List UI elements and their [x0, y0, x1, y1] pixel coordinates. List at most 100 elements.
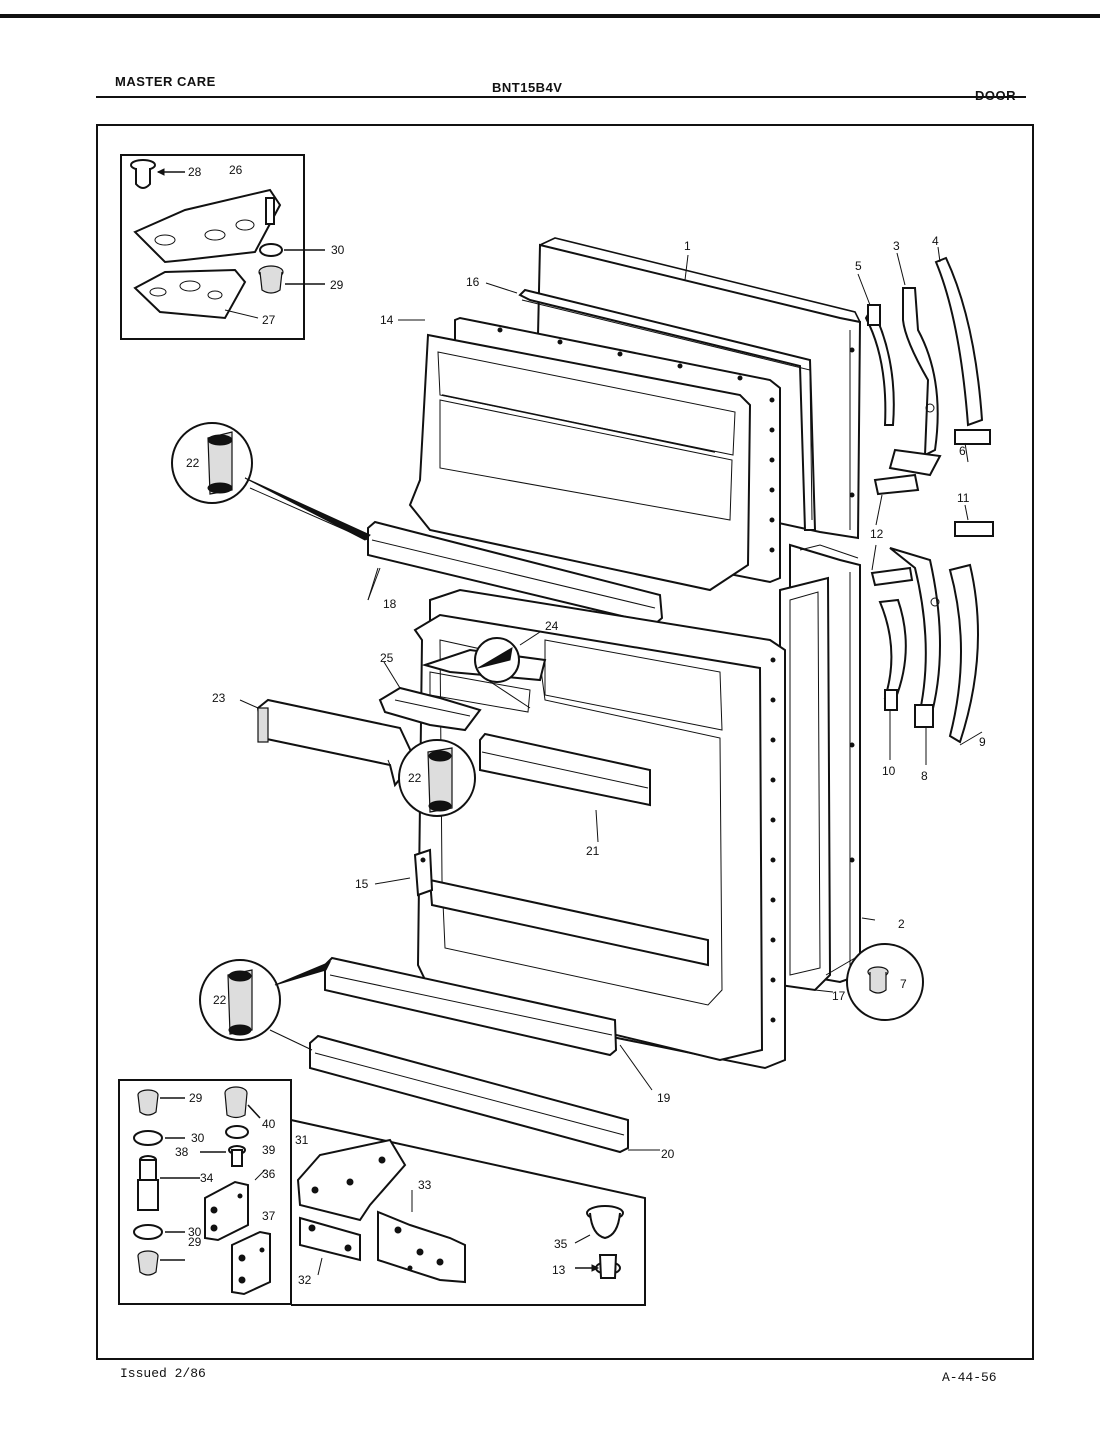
part-38-screw [200, 1145, 246, 1167]
label-17: 17 [832, 989, 846, 1003]
label-21: 21 [586, 844, 600, 858]
part-5-handle-end [864, 304, 895, 426]
header-brand: MASTER CARE [115, 74, 216, 89]
part-27-shim [133, 268, 259, 320]
label-33: 33 [418, 1178, 432, 1192]
label-24: 24 [545, 619, 559, 633]
part-29-bushing-lower [137, 1250, 185, 1276]
part-17-fresh-food-gasket [779, 576, 832, 992]
part-29-bushing-bottom [137, 1089, 185, 1116]
part-33-hinge-plate [377, 1190, 466, 1284]
part-31-hinge-plate [296, 1138, 407, 1222]
part-18-shelf-bar [367, 520, 664, 626]
part-25-clip [378, 686, 482, 732]
header-section: DOOR [975, 88, 1016, 103]
part-36-hinge-bracket [204, 1169, 266, 1242]
label-15: 15 [355, 877, 369, 891]
label-18: 18 [383, 597, 397, 611]
label-29-b: 29 [188, 1235, 202, 1249]
part-12-plate [870, 473, 920, 587]
label-30-top: 30 [331, 243, 345, 257]
label-36: 36 [262, 1167, 276, 1181]
label-29-top: 29 [330, 278, 344, 292]
label-6: 6 [959, 444, 966, 458]
label-12: 12 [870, 527, 884, 541]
footer-page-code: A-44-56 [942, 1370, 997, 1385]
detail-7-foot [825, 943, 924, 1021]
header-model: BNT15B4V [492, 80, 563, 95]
label-16: 16 [466, 275, 480, 289]
part-15-bracket [413, 848, 434, 897]
part-6-end-cap [954, 429, 991, 445]
detail-22-top [171, 422, 371, 541]
part-37-hinge-bracket [231, 1230, 271, 1296]
detail-22-bottom [199, 959, 332, 1051]
part-32-shim [299, 1216, 361, 1276]
part-13-screw [575, 1254, 621, 1279]
label-19: 19 [657, 1091, 671, 1105]
label-5: 5 [855, 259, 862, 273]
label-10: 10 [882, 764, 896, 778]
part-9-handle-trim [948, 563, 979, 744]
part-21-shelf-bar [479, 732, 651, 807]
part-40-cap [224, 1086, 261, 1119]
label-38: 38 [175, 1145, 189, 1159]
part-39-washer [225, 1125, 249, 1139]
label-34: 34 [200, 1171, 214, 1185]
inset-bottom-hinge [118, 1079, 646, 1306]
label-35: 35 [554, 1237, 568, 1251]
part-26-hinge [133, 188, 282, 264]
label-22-middle: 22 [408, 771, 422, 785]
label-28: 28 [188, 165, 202, 179]
leader-lines [239, 246, 983, 1244]
inset-top-hinge [120, 154, 325, 340]
label-39: 39 [262, 1143, 276, 1157]
label-25: 25 [380, 651, 394, 665]
label-1: 1 [684, 239, 691, 253]
top-border-line [0, 14, 1100, 18]
label-26: 26 [229, 163, 243, 177]
part-35-cap [586, 1205, 624, 1240]
label-40: 40 [262, 1117, 276, 1131]
label-2: 2 [898, 917, 905, 931]
part-14-freezer-inner-liner [408, 316, 781, 592]
part-8-handle-bracket [889, 547, 941, 728]
footer-issued: Issued 2/86 [120, 1366, 206, 1381]
part-24-dairy-shelf [421, 637, 547, 713]
label-32: 32 [298, 1273, 312, 1287]
diagram-frame [96, 124, 1034, 1360]
label-31: 31 [295, 1133, 309, 1147]
part-20-shelf-bar [309, 1034, 629, 1154]
label-9: 9 [979, 735, 986, 749]
detail-22-middle [398, 739, 476, 817]
label-14: 14 [380, 313, 394, 327]
part-16-freezer-gasket [518, 288, 817, 531]
part-30-washer-a [133, 1130, 163, 1146]
part-28-screw [130, 159, 185, 189]
label-11: 11 [957, 491, 970, 505]
part-30-washer [259, 243, 283, 257]
header-rule [96, 96, 1026, 98]
label-30-b: 30 [188, 1225, 202, 1239]
label-22-bottom: 22 [213, 993, 227, 1007]
part-34-hinge-pin [137, 1155, 200, 1211]
label-37: 37 [262, 1209, 276, 1223]
label-22-top: 22 [186, 456, 200, 470]
label-29-a: 29 [189, 1091, 203, 1105]
part-29-bushing [258, 265, 325, 294]
label-4: 4 [932, 234, 939, 248]
label-13: 13 [552, 1263, 566, 1277]
part-19-shelf-bar [324, 956, 618, 1057]
label-30-a: 30 [191, 1131, 205, 1145]
label-27: 27 [262, 313, 276, 327]
part-labels: 1 16 14 5 3 4 6 11 12 10 8 9 2 7 17 22 1… [175, 163, 986, 1287]
label-8: 8 [921, 769, 928, 783]
label-7: 7 [900, 977, 907, 991]
part-4-handle-trim [934, 256, 984, 427]
label-20: 20 [661, 1147, 675, 1161]
part-3-handle-bracket [888, 287, 942, 477]
part-11-end-cap [954, 521, 994, 537]
label-3: 3 [893, 239, 900, 253]
part-10-handle-end [878, 598, 907, 711]
